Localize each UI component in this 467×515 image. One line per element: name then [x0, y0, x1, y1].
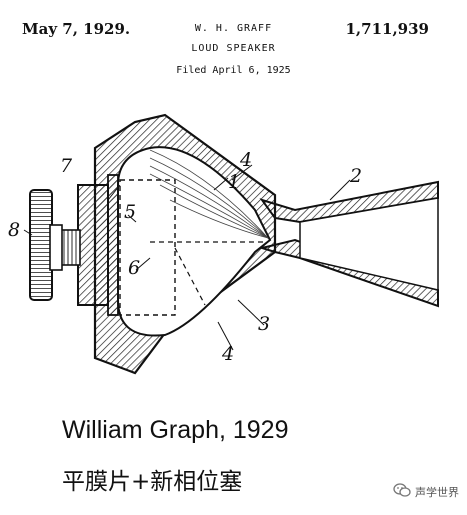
patent-date: May 7, 1929.: [22, 20, 131, 38]
patent-title: LOUD SPEAKER: [191, 43, 276, 54]
part-label: 8: [8, 219, 20, 241]
part-label: 4: [239, 149, 252, 171]
part-label: 7: [60, 155, 73, 177]
patent-number: 1,711,939: [345, 20, 429, 38]
part-label: 6: [128, 257, 140, 279]
horn-tube: [258, 180, 439, 308]
part-label: 2: [349, 165, 362, 187]
part-label: 5: [124, 201, 136, 223]
wechat-icon: [393, 482, 411, 501]
caption-english: William Graph, 1929: [62, 416, 289, 444]
threaded-stud: [59, 229, 81, 266]
watermark-text: 声学世界: [415, 485, 459, 499]
diaphragm: [107, 174, 119, 316]
filing-date: Filed April 6, 1925: [176, 65, 291, 76]
mounting-block: [77, 184, 109, 306]
adjustment-knob: [29, 189, 53, 301]
caption-chinese: 平膜片+新相位塞: [62, 469, 243, 495]
sound-rays: [149, 149, 269, 239]
part-label: 1: [228, 171, 240, 193]
watermark: 声学世界: [393, 482, 459, 501]
inventor-name: W. H. GRAFF: [194, 23, 273, 34]
inner-cavity: [117, 146, 272, 337]
part-label: 3: [258, 313, 270, 335]
armature-outline: [119, 179, 176, 316]
part-label: 4: [221, 343, 234, 365]
patent-drawing: 1 2 3 4 4 5 6 7 8: [8, 113, 439, 375]
